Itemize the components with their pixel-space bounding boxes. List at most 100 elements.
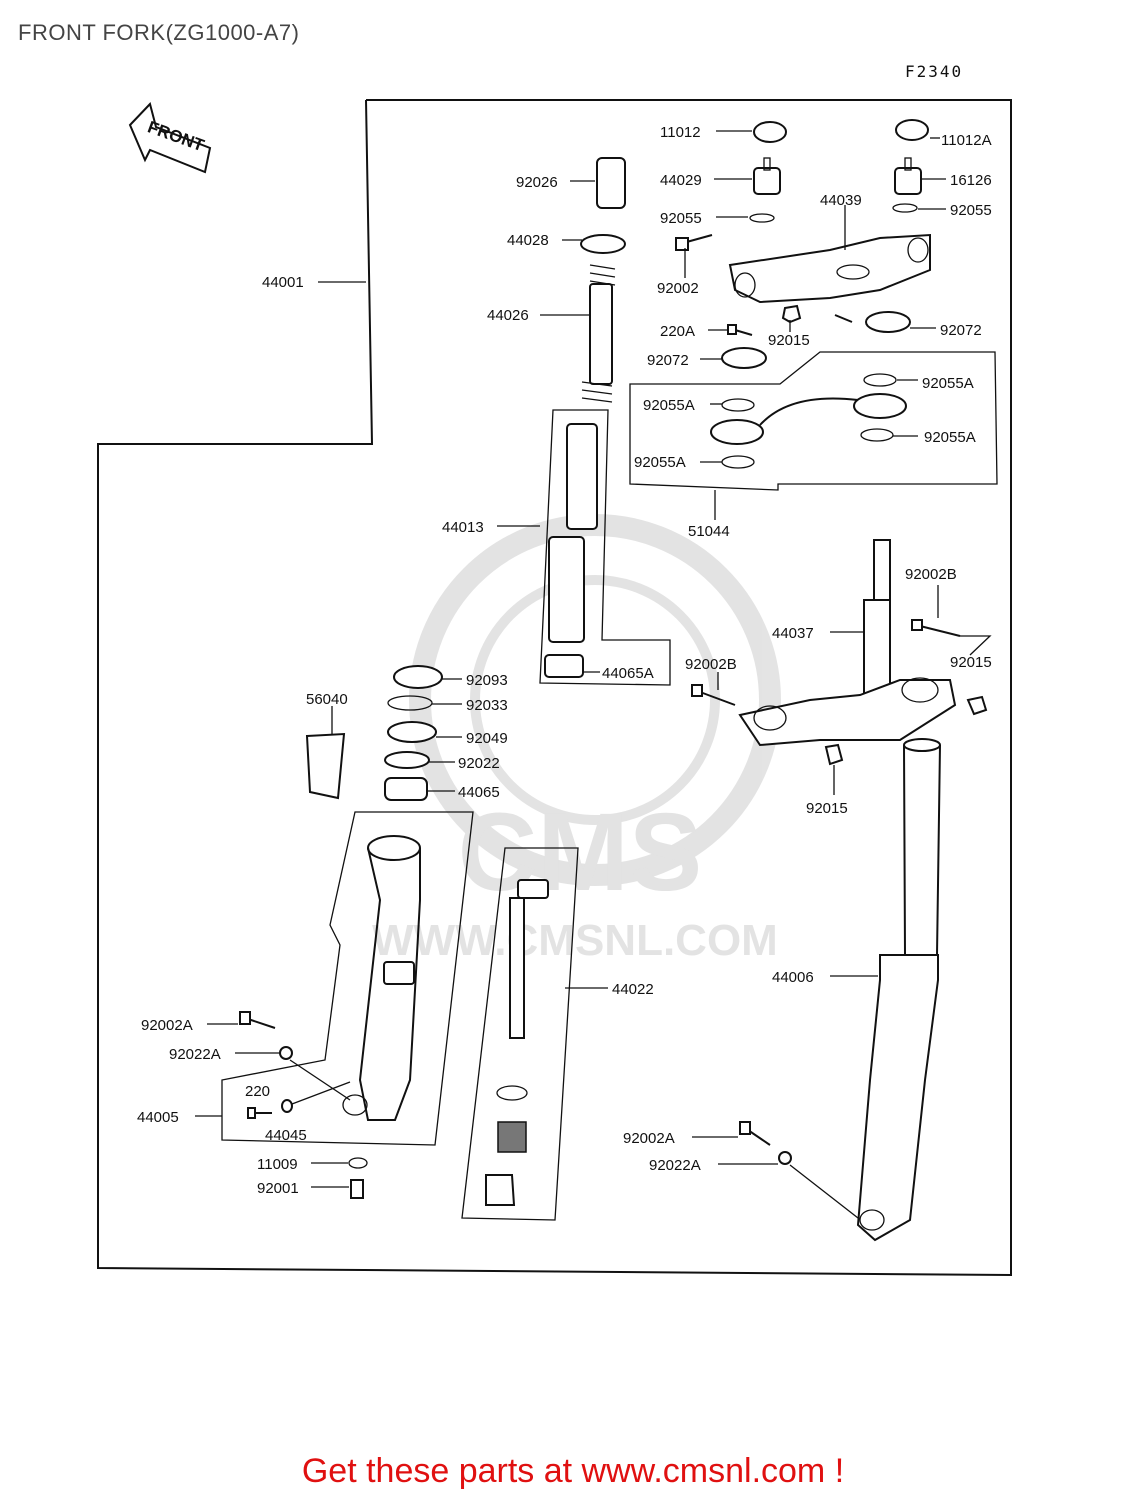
seat-44028: [580, 234, 626, 254]
reflector-56040: [305, 732, 346, 800]
label-92033: 92033: [466, 697, 508, 714]
upper-bracket-44039: [728, 233, 931, 304]
label-92015-top: 92015: [768, 332, 810, 349]
label-92001: 92001: [257, 1180, 299, 1197]
dust-seal-92093: [393, 665, 443, 689]
label-44026: 44026: [487, 307, 529, 324]
cap-11012a: [895, 119, 929, 141]
bushing-44065a: [544, 654, 584, 678]
label-92093: 92093: [466, 672, 508, 689]
label-92002: 92002: [657, 280, 699, 297]
label-92015-mid: 92015: [950, 654, 992, 671]
drain-bolt-92001: [350, 1179, 364, 1199]
fork-tube-44006: [856, 738, 941, 1242]
washer-11009: [348, 1157, 368, 1169]
label-11012a: 11012A: [941, 132, 992, 149]
page-title: FRONT FORK(ZG1000-A7): [18, 20, 300, 45]
label-44001: 44001: [262, 274, 304, 291]
damper-rod-44022: [485, 879, 549, 1206]
spring-44026: [581, 264, 616, 403]
label-220: 220: [245, 1083, 270, 1100]
cap-11012: [753, 121, 787, 143]
label-16126: 16126: [950, 172, 992, 189]
diagram-code: F2340: [905, 62, 964, 81]
label-92049: 92049: [466, 730, 508, 747]
bolt-92002b-left: [691, 684, 736, 706]
label-92055-left: 92055: [660, 210, 702, 227]
cartridge-group-44013-outline: [539, 409, 671, 686]
front-label: FRONT: [145, 117, 207, 155]
footer-link[interactable]: Get these parts at www.cmsnl.com !: [301, 1452, 845, 1490]
label-44013: 44013: [442, 519, 484, 536]
washer-92022a-left: [279, 1046, 293, 1060]
label-220a: 220A: [660, 323, 695, 340]
bolt-small-top: [834, 314, 853, 323]
label-92055a-2: 92055A: [643, 397, 695, 414]
nut-92015-top: [781, 304, 802, 324]
label-11012: 11012: [660, 124, 701, 141]
adjuster-16126: [894, 157, 922, 195]
oil-seal-92049: [387, 721, 437, 743]
label-44022: 44022: [612, 981, 654, 998]
label-92002a-left: 92002A: [141, 1017, 193, 1034]
washer-92022a-right: [778, 1151, 792, 1165]
label-92055a-4: 92055A: [634, 454, 686, 471]
bolt-92002: [675, 234, 713, 251]
washer-92055-right: [892, 203, 918, 213]
washer-92055-left: [749, 213, 775, 223]
label-92055a-3: 92055A: [924, 429, 976, 446]
label-44037: 44037: [772, 625, 814, 642]
bushing-44065: [384, 777, 428, 801]
label-92055-right: 92055: [950, 202, 992, 219]
label-44065: 44065: [458, 784, 500, 801]
label-92055a-1: 92055A: [922, 375, 974, 392]
label-92002b-left: 92002B: [685, 656, 737, 673]
frame-outline: [97, 99, 1012, 1277]
bolt-92002a-right: [739, 1121, 771, 1146]
clamp-92072-right: [865, 311, 911, 333]
outer-tube-44005: [342, 835, 421, 1121]
label-92002a-right: 92002A: [623, 1130, 675, 1147]
label-51044: 51044: [688, 523, 730, 540]
watermark-brand: CMS: [458, 791, 702, 914]
label-11009: 11009: [257, 1156, 298, 1173]
adjuster-44029: [753, 157, 781, 195]
label-92022a-right: 92022A: [649, 1157, 701, 1174]
label-44005: 44005: [137, 1109, 179, 1126]
front-arrow-icon: FRONT: [128, 102, 212, 174]
label-44029: 44029: [660, 172, 702, 189]
leader-lines: [195, 130, 992, 1219]
label-44006: 44006: [772, 969, 814, 986]
bearing-51044: [710, 373, 907, 469]
label-44028: 44028: [507, 232, 549, 249]
label-92022: 92022: [458, 755, 500, 772]
cartridge-44013: [548, 423, 598, 643]
label-92072-right: 92072: [940, 322, 982, 339]
label-92072-left: 92072: [647, 352, 689, 369]
nut-92015-mid: [966, 695, 988, 716]
bearing-group-51044-outline: [629, 351, 998, 491]
collar-92026: [596, 157, 626, 209]
bolt-92002b-top: [911, 619, 961, 637]
label-92022a-left: 92022A: [169, 1046, 221, 1063]
nut-92015-bottom: [824, 743, 844, 766]
bolt-92002a-left: [239, 1011, 276, 1029]
label-92002b-top: 92002B: [905, 566, 957, 583]
label-44045: 44045: [265, 1127, 307, 1144]
label-92015-bottom: 92015: [806, 800, 848, 817]
washer-92022: [384, 751, 430, 769]
damper-rod-group-44022-outline: [461, 847, 579, 1221]
steering-stem-44037: [738, 539, 957, 747]
label-56040: 56040: [306, 691, 348, 708]
watermark-url: WWW.CMSNL.COM: [372, 916, 778, 965]
label-44065a: 44065A: [602, 665, 654, 682]
bolt-220: [247, 1107, 272, 1119]
label-44039: 44039: [820, 192, 862, 209]
clamp-92072-left: [721, 347, 767, 369]
washer-44045: [281, 1099, 293, 1113]
circlip-92033: [387, 695, 433, 711]
outer-tube-group-44005-outline: [221, 811, 474, 1146]
bolt-220a: [727, 324, 753, 336]
label-92026: 92026: [516, 174, 558, 191]
